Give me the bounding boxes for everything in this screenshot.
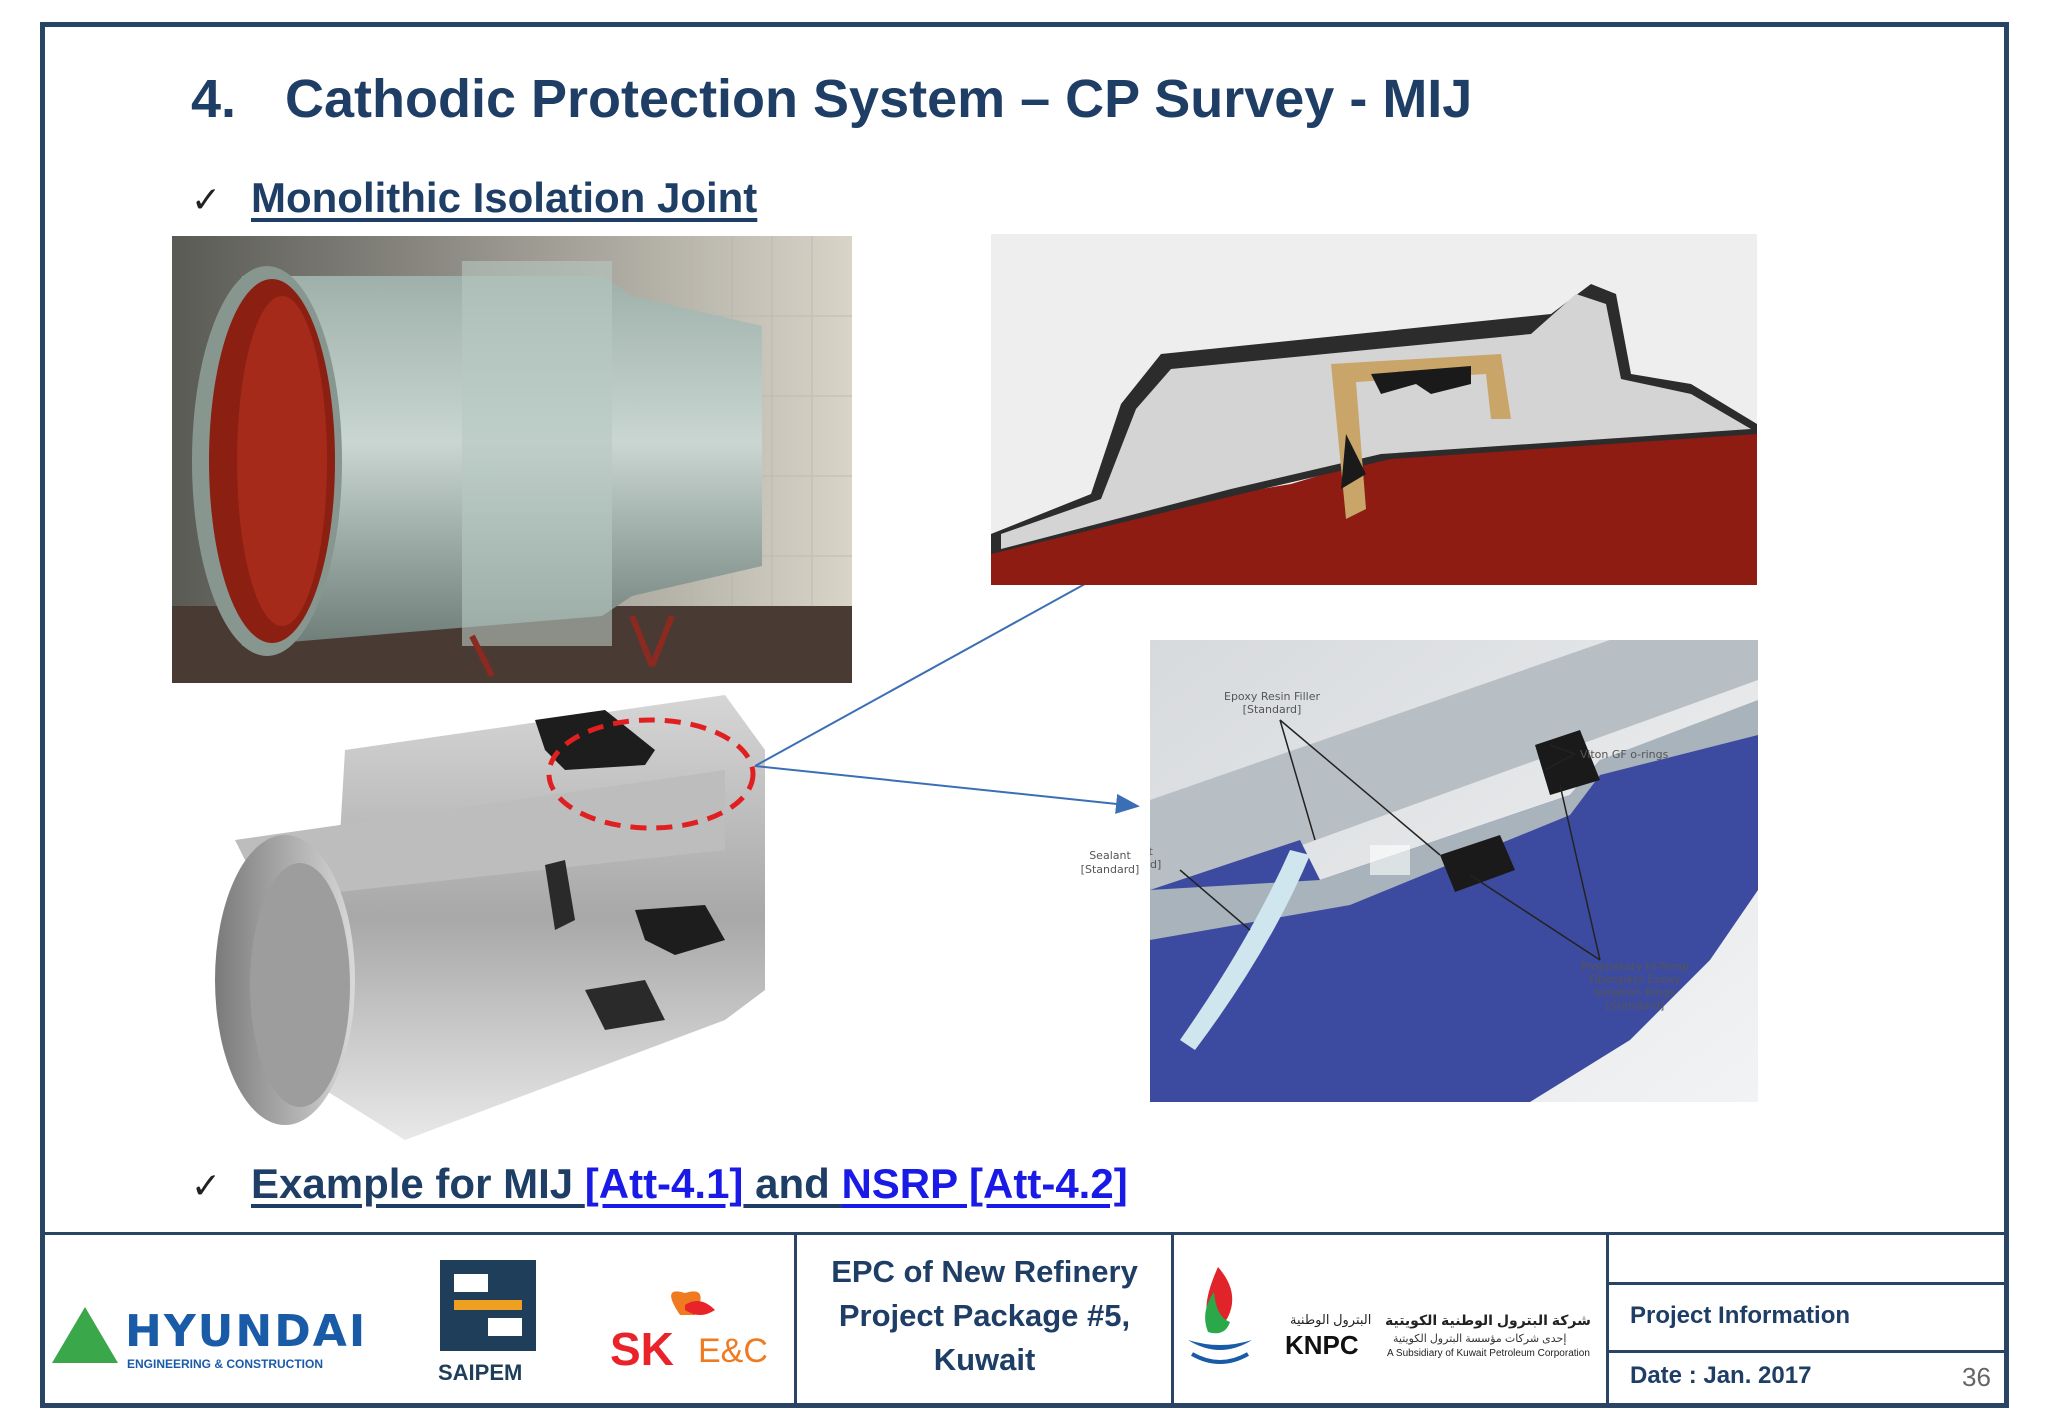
ec-logo-text: E&C (698, 1332, 768, 1370)
slide-title: 4. Cathodic Protection System – CP Survey… (191, 68, 1472, 130)
footer-hdiv-1 (1608, 1282, 2004, 1285)
sealant-label-line2: [Standard] (1081, 863, 1140, 876)
title-number: 4. (191, 69, 237, 129)
project-title-line3: Kuwait (933, 1342, 1036, 1377)
label-epoxy-1: Epoxy Resin Filler (1224, 690, 1320, 703)
label-rings-3: Isolation Rings (1595, 986, 1676, 999)
project-title: EPC of New Refinery Project Package #5, … (797, 1250, 1172, 1382)
link-nsrp-att-4-2[interactable]: NSRP [Att-4.2] (841, 1160, 1128, 1207)
footer-divider-2 (1171, 1234, 1174, 1404)
knpc-arabic-full: شركة البترول الوطنية الكويتية (1385, 1312, 1591, 1328)
knpc-flame-icon (1188, 1267, 1252, 1364)
label-epoxy-2: [Standard] (1243, 703, 1302, 716)
mij-photo (172, 236, 852, 683)
sealant-label-line1: Sealant (1089, 849, 1131, 862)
sk-logo-text: SK (610, 1323, 674, 1375)
knpc-arabic-short: البترول الوطنية (1290, 1312, 1372, 1327)
footer-hdiv-2 (1608, 1350, 2004, 1353)
footer-divider-1 (794, 1234, 797, 1404)
knpc-arabic-sub: إحدى شركات مؤسسة البترول الكويتية (1393, 1333, 1567, 1345)
label-viton: Viton GF o-rings (1580, 748, 1669, 761)
sealant-label-block: Sealant [Standard] (1081, 849, 1140, 876)
mij-cutaway-model (205, 690, 805, 1145)
project-title-line2: Project Package #5, (838, 1298, 1131, 1333)
hyundai-logo-text: HYUNDAI (125, 1306, 368, 1357)
bullet-text-a: Example for MIJ (251, 1160, 585, 1207)
label-sealant-2: [Standard] (1150, 858, 1161, 871)
link-att-4-1[interactable]: [Att-4.1] (584, 1160, 744, 1207)
joint-labeled-diagram: Epoxy Resin Filler [Standard] Viton GF o… (1150, 640, 1758, 1102)
hyundai-triangle-icon (52, 1307, 118, 1363)
project-information-label: Project Information (1630, 1302, 1851, 1329)
saipem-logo-text: SAIPEM (438, 1360, 523, 1385)
saipem-logo-icon (440, 1260, 536, 1351)
sk-butterfly-icon (671, 1291, 715, 1315)
label-rings-2: Fiberglass Epoxy (1589, 973, 1681, 986)
joint-section-photo (991, 234, 1757, 585)
arrow-to-labeled-diagram (754, 765, 1140, 814)
checkmark-icon: ✓ (191, 179, 222, 220)
bullet-monolithic-isolation-joint: ✓ Monolithic Isolation Joint (191, 174, 757, 222)
knpc-logo-text: KNPC (1285, 1330, 1359, 1360)
label-rings-1: Proprietary Hi-Temp (1581, 960, 1689, 973)
label-sealant-1: Sealant (1150, 845, 1153, 858)
page-number: 36 (1962, 1362, 1991, 1392)
bullet-example-attachments: ✓ Example for MIJ [Att-4.1] and NSRP [Att… (191, 1160, 1128, 1208)
project-title-line1: EPC of New Refinery (831, 1254, 1138, 1289)
footer-top-border (45, 1232, 2004, 1235)
hyundai-logo-subtext: ENGINEERING & CONSTRUCTION (127, 1357, 324, 1371)
highlight-circle (546, 717, 756, 831)
title-text: Cathodic Protection System – CP Survey -… (285, 69, 1473, 129)
bullet-text-b: and (743, 1160, 842, 1207)
checkmark-icon: ✓ (191, 1165, 222, 1206)
label-rings-4: [Standard] (1606, 999, 1665, 1012)
bullet-text: Monolithic Isolation Joint (251, 174, 758, 221)
knpc-subsidiary-text: A Subsidiary of Kuwait Petroleum Corpora… (1387, 1348, 1590, 1359)
footer-divider-3 (1606, 1234, 1609, 1404)
date-label: Date : Jan. 2017 (1630, 1362, 1812, 1389)
